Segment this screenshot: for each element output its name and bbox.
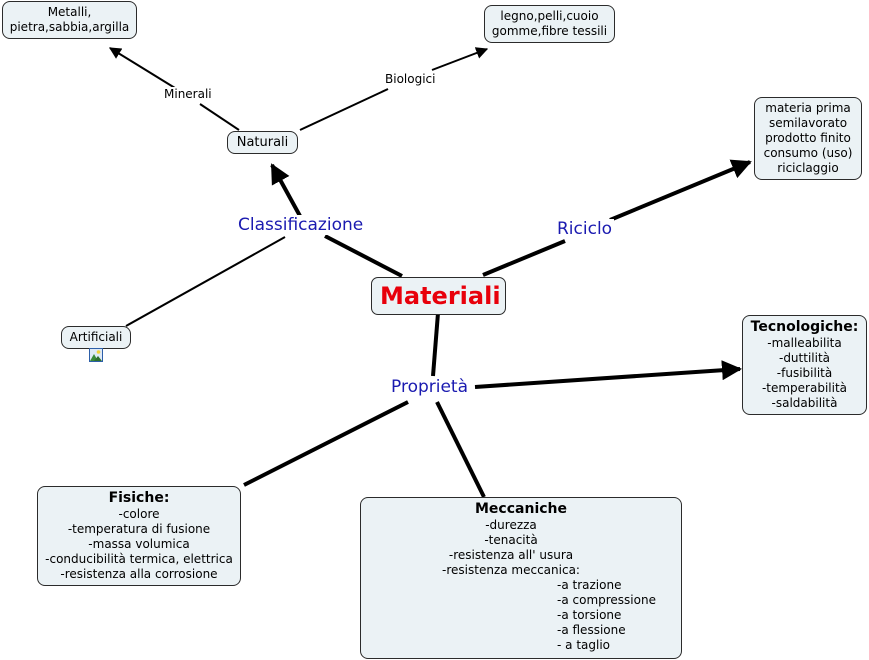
link-naturali-minerali	[199, 103, 240, 131]
image-icon[interactable]	[89, 348, 103, 362]
fisiche-item: -colore	[118, 507, 160, 521]
root-label: Materiali	[380, 282, 501, 310]
tecnologiche-item: -saldabilità	[771, 396, 838, 410]
riciclo-stage: prodotto finito	[765, 131, 851, 145]
meccaniche-subitem: -a flessione	[557, 623, 626, 637]
link-biologici-legno	[431, 47, 489, 71]
concept-biologici-examples[interactable]: legno,pelli,cuoio gomme,fibre tessili	[484, 5, 615, 43]
link-root-classificazione	[324, 234, 403, 278]
fisiche-title: Fisiche:	[108, 490, 170, 506]
link-classificazione-artificiali	[125, 236, 286, 327]
link-root-proprieta	[431, 312, 440, 377]
meccaniche-subitem: -a torsione	[557, 608, 622, 622]
link-label-minerali[interactable]: Minerali	[162, 87, 214, 101]
link-proprieta-tecnologiche	[474, 360, 742, 389]
tecnologiche-title: Tecnologiche:	[750, 319, 859, 335]
tecnologiche-item: -malleabilita	[767, 336, 842, 350]
fisiche-item: -temperatura di fusione	[67, 522, 211, 536]
tecnologiche-item: -duttilità	[778, 351, 831, 365]
link-label-proprieta[interactable]: Proprietà	[389, 377, 471, 397]
link-classificazione-naturali	[270, 163, 302, 217]
meccaniche-item: -resistenza all' usura	[448, 548, 574, 562]
naturali-label: Naturali	[236, 135, 289, 150]
riciclo-stage: consumo (uso)	[763, 146, 853, 160]
riciclo-stage: semilavorato	[768, 116, 848, 130]
concept-artificiali[interactable]: Artificiali	[61, 326, 131, 349]
concept-tecnologiche[interactable]: Tecnologiche: -malleabilita -duttilità -…	[742, 315, 867, 415]
concept-riciclo-stages[interactable]: materia prima semilavorato prodotto fini…	[754, 97, 862, 180]
link-riciclo-stages	[609, 159, 752, 222]
fisiche-item: -resistenza alla corrosione	[60, 567, 218, 581]
fisiche-item: -massa volumica	[88, 537, 190, 551]
meccaniche-subitem: -a trazione	[557, 578, 622, 592]
tecnologiche-item: -temperabilità	[761, 381, 848, 395]
meccaniche-item: -tenacità	[484, 533, 538, 547]
fisiche-item: -conducibilità termica, elettrica	[45, 552, 233, 566]
link-label-classificazione[interactable]: Classificazione	[236, 215, 366, 235]
meccaniche-subitem: - a taglio	[557, 638, 610, 652]
minerali-line: pietra,sabbia,argilla	[9, 20, 130, 34]
biologici-line: gomme,fibre tessili	[491, 24, 608, 38]
link-root-riciclo	[482, 239, 566, 277]
meccaniche-title: Meccaniche	[475, 501, 567, 517]
link-proprieta-fisiche	[243, 400, 409, 487]
riciclo-stage: riciclaggio	[777, 161, 839, 175]
meccaniche-item: -resistenza meccanica:	[442, 563, 580, 577]
concept-naturali[interactable]: Naturali	[227, 131, 298, 154]
link-naturali-biologici	[299, 88, 389, 131]
artificiali-label: Artificiali	[69, 330, 123, 344]
concept-fisiche[interactable]: Fisiche: -colore -temperatura di fusione…	[37, 486, 241, 586]
link-label-biologici[interactable]: Biologici	[383, 72, 438, 86]
tecnologiche-item: -fusibilità	[776, 366, 833, 380]
meccaniche-subitem: -a compressione	[557, 593, 656, 607]
minerali-line: Metalli,	[47, 5, 92, 19]
root-concept-materiali[interactable]: Materiali	[371, 277, 506, 315]
concept-meccaniche[interactable]: Meccaniche -durezza -tenacità -resistenz…	[360, 497, 682, 659]
concept-minerali-examples[interactable]: Metalli, pietra,sabbia,argilla	[2, 1, 137, 39]
meccaniche-item: -durezza	[485, 518, 537, 532]
link-label-riciclo[interactable]: Riciclo	[555, 219, 615, 239]
link-minerali-metalli	[108, 47, 176, 89]
link-proprieta-meccaniche	[435, 401, 486, 498]
biologici-line: legno,pelli,cuoio	[500, 9, 599, 23]
riciclo-stage: materia prima	[765, 101, 851, 115]
